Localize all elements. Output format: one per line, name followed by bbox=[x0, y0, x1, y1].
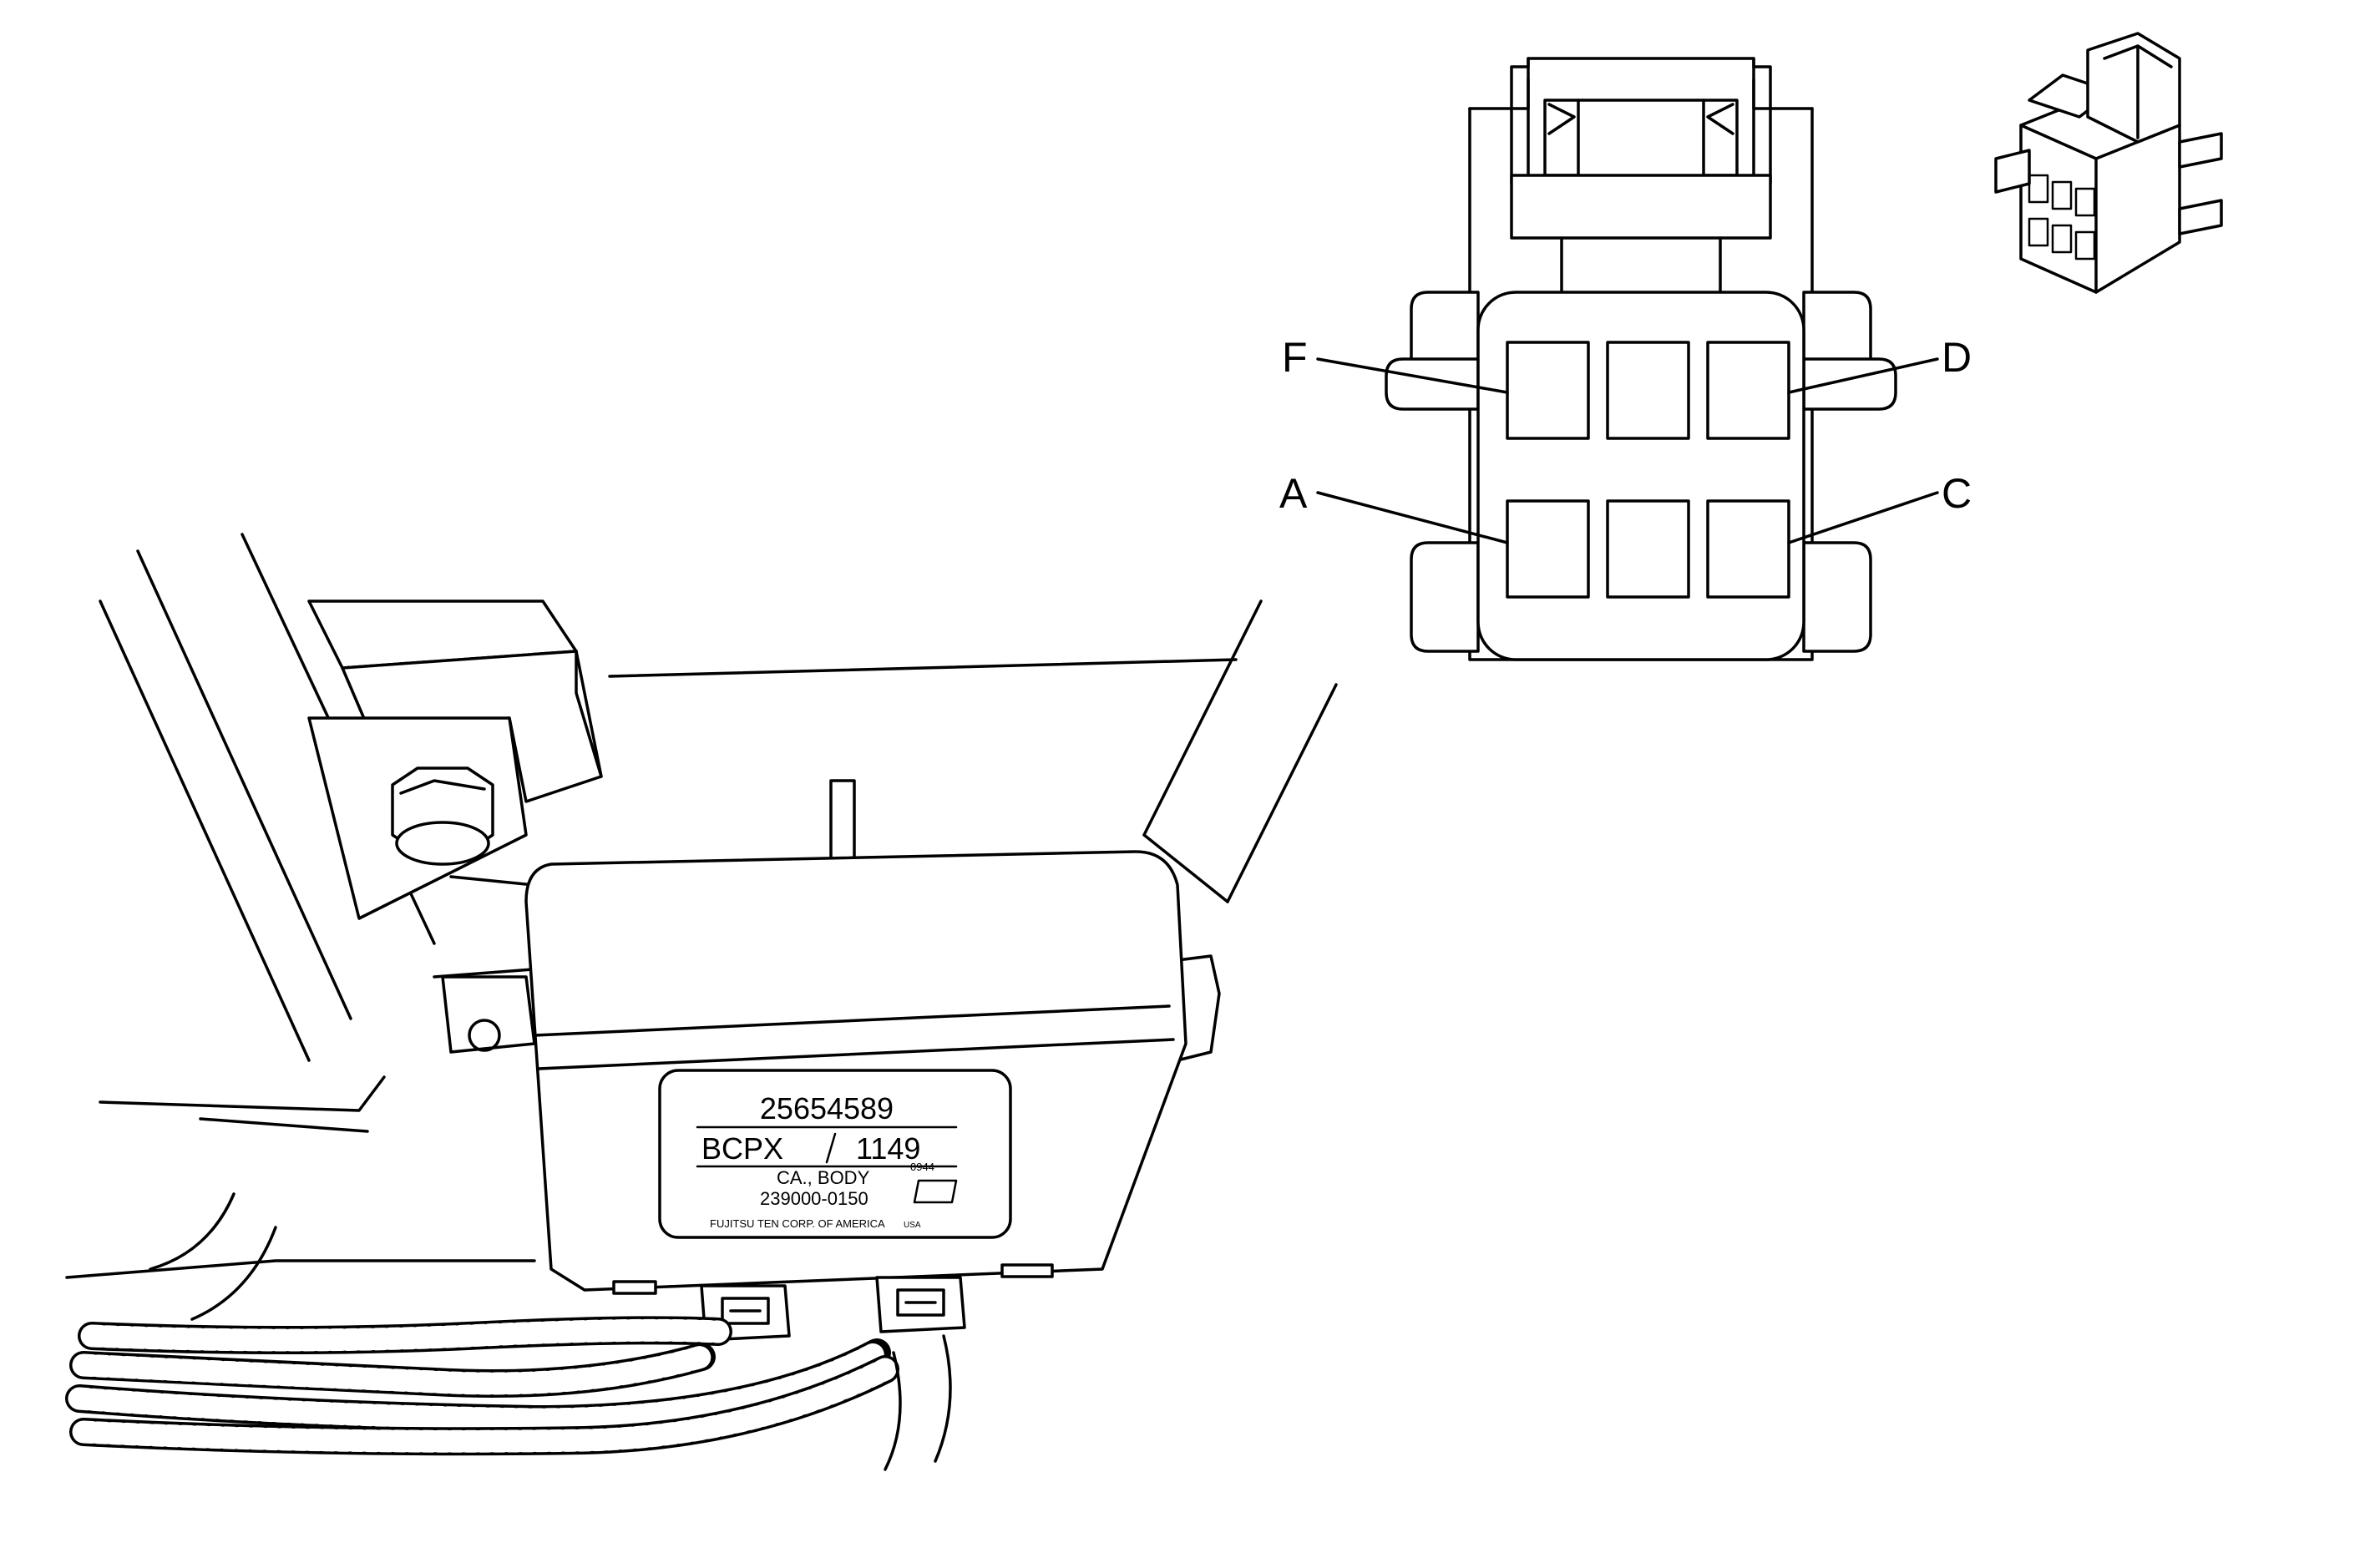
module-location-view: 25654589 BCPX 1149 CA., BODY 0944 239000… bbox=[65, 533, 1338, 1471]
pin-label-d: D bbox=[1942, 334, 1972, 381]
mounting-bolt bbox=[391, 766, 494, 866]
connector-face bbox=[1476, 291, 1805, 661]
connector-latch bbox=[1468, 57, 1814, 294]
module-label-box-icon bbox=[913, 1179, 958, 1204]
terminal-cavities bbox=[1506, 341, 1790, 599]
cavity-e bbox=[1606, 341, 1690, 440]
module-origin: USA bbox=[904, 1221, 921, 1230]
module-serial: 239000-0150 bbox=[760, 1188, 868, 1209]
module-stud bbox=[829, 779, 856, 866]
connector-isometric-view bbox=[1994, 32, 2223, 294]
module-label-plate bbox=[658, 1069, 1012, 1239]
cavity-f bbox=[1506, 341, 1590, 440]
module-small-code: 0944 bbox=[910, 1161, 934, 1173]
cavity-c bbox=[1706, 499, 1790, 599]
mounting-tab bbox=[441, 975, 536, 1054]
pin-label-f: F bbox=[1282, 334, 1308, 381]
cavity-d bbox=[1706, 341, 1790, 440]
iso-cavities bbox=[2028, 174, 2096, 261]
module-manufacturer: FUJITSU TEN CORP. OF AMERICA bbox=[710, 1217, 885, 1230]
wiring-harness bbox=[65, 1192, 952, 1471]
pin-leader-lines bbox=[1316, 357, 1939, 544]
module-code-left: BCPX bbox=[701, 1131, 783, 1166]
module-connectors bbox=[700, 1276, 966, 1342]
pin-label-a: A bbox=[1279, 470, 1308, 517]
body-control-module: 25654589 BCPX 1149 CA., BODY 0944 239000… bbox=[524, 850, 1187, 1295]
cavity-b bbox=[1606, 499, 1690, 599]
module-description: CA., BODY bbox=[777, 1167, 870, 1188]
connector-face-view: F D A C bbox=[1279, 57, 1972, 661]
cavity-a bbox=[1506, 499, 1590, 599]
pin-label-c: C bbox=[1942, 470, 1972, 517]
module-part-number: 25654589 bbox=[760, 1091, 894, 1126]
module-code-right: 1149 bbox=[856, 1131, 920, 1166]
connector-side-ears bbox=[1385, 291, 1897, 653]
